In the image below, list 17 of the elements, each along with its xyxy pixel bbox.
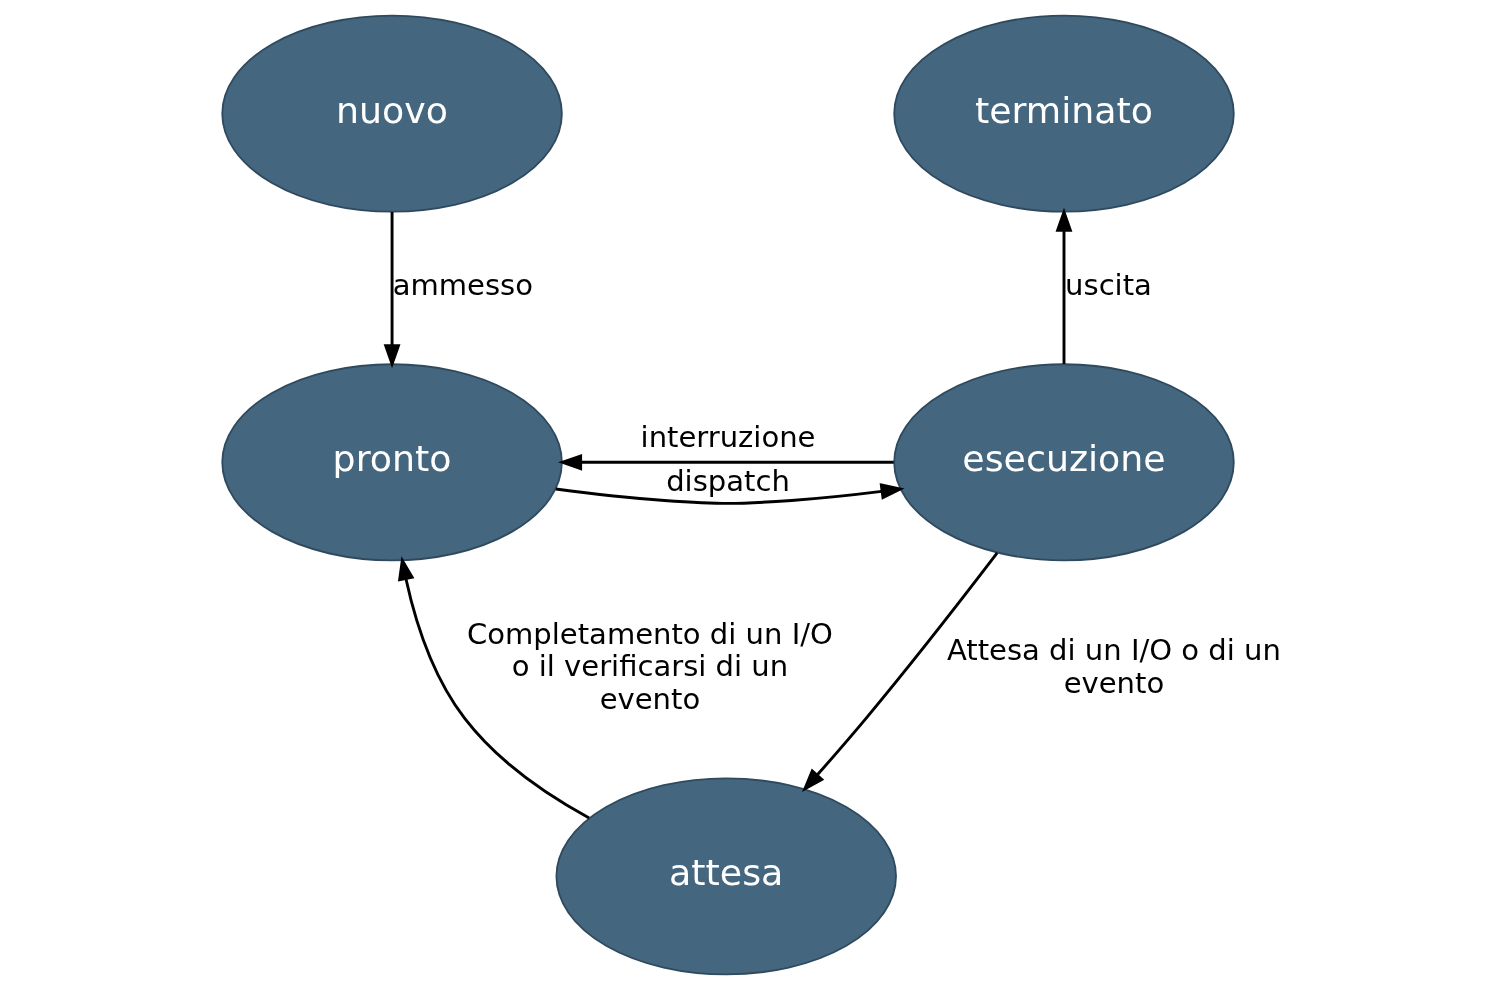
node-ellipse: attesa [555, 777, 897, 976]
arrow [802, 552, 999, 793]
node-ellipse: esecuzione [893, 363, 1235, 562]
edge-label: uscita [1065, 267, 1152, 302]
arrow [383, 212, 401, 369]
edge-label: ammesso [392, 267, 534, 302]
edge-label: interruzione [640, 420, 816, 455]
edge-label: Attesa di un I/O o di un evento [946, 632, 1281, 700]
edge-label: Completamento di un I/O o il verificarsi di un evento [466, 616, 833, 716]
node-ellipse: pronto [221, 363, 563, 562]
node-ellipse: nuovo [221, 14, 563, 213]
arrow [555, 483, 905, 505]
node-ellipse: terminato [893, 14, 1235, 213]
arrow [558, 453, 894, 471]
arrow [397, 556, 590, 820]
edge-label: dispatch [666, 464, 790, 498]
arrow [1055, 207, 1073, 364]
